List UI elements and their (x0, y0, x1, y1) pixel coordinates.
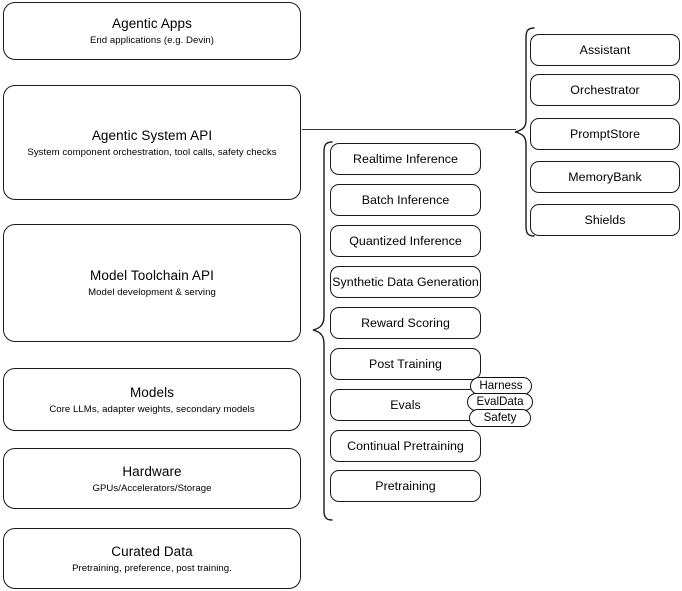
layer-agentic-system-api[interactable]: Agentic System API System component orch… (3, 85, 301, 200)
layer-title: Model Toolchain API (90, 268, 214, 283)
layer-subtitle: Pretraining, preference, post training. (72, 562, 232, 574)
component-label: Evals (390, 398, 421, 412)
component-label: Pretraining (375, 479, 436, 493)
component-label: Quantized Inference (349, 234, 462, 248)
layer-hardware[interactable]: Hardware GPUs/Accelerators/Storage (3, 448, 301, 509)
component-shields[interactable]: Shields (530, 204, 680, 236)
brace-agentic-components (512, 26, 536, 240)
badge-label: EvalData (476, 395, 524, 408)
badge-evaldata[interactable]: EvalData (467, 393, 533, 411)
component-reward-scoring[interactable]: Reward Scoring (330, 307, 481, 339)
layer-subtitle: End applications (e.g. Devin) (89, 35, 215, 46)
component-label: Shields (584, 213, 626, 227)
badge-label: Safety (483, 411, 517, 424)
component-pretraining[interactable]: Pretraining (330, 470, 481, 502)
layer-title: Models (129, 384, 175, 400)
connector-agentic-system-to-components (302, 129, 516, 131)
layer-title: Agentic System API (91, 127, 213, 143)
component-label: MemoryBank (568, 170, 642, 184)
component-synthetic-data-generation[interactable]: Synthetic Data Generation (330, 266, 481, 298)
component-label: Batch Inference (361, 193, 450, 207)
layer-subtitle: GPUs/Accelerators/Storage (92, 482, 212, 494)
component-promptstore[interactable]: PromptStore (530, 118, 680, 150)
component-realtime-inference[interactable]: Realtime Inference (330, 143, 481, 175)
component-label: Assistant (579, 43, 631, 57)
badge-safety[interactable]: Safety (469, 409, 531, 427)
layer-curated-data[interactable]: Curated Data Pretraining, preference, po… (3, 528, 301, 589)
layer-title: Agentic Apps (111, 16, 192, 31)
component-quantized-inference[interactable]: Quantized Inference (330, 225, 481, 257)
layer-agentic-apps[interactable]: Agentic Apps End applications (e.g. Devi… (3, 2, 301, 60)
component-label: Realtime Inference (353, 152, 458, 166)
component-label: Continual Pretraining (347, 439, 464, 453)
component-continual-pretraining[interactable]: Continual Pretraining (330, 430, 481, 462)
component-post-training[interactable]: Post Training (330, 348, 481, 380)
layer-model-toolchain-api[interactable]: Model Toolchain API Model development & … (3, 224, 301, 342)
component-memorybank[interactable]: MemoryBank (530, 161, 680, 193)
layer-subtitle: Core LLMs, adapter weights, secondary mo… (49, 403, 255, 415)
component-label: Synthetic Data Generation (332, 275, 479, 289)
badge-label: Harness (479, 379, 523, 392)
component-label: Post Training (369, 357, 442, 371)
component-label: Reward Scoring (361, 316, 450, 330)
component-evals[interactable]: Evals (330, 389, 481, 421)
layer-models[interactable]: Models Core LLMs, adapter weights, secon… (3, 368, 301, 431)
layer-subtitle: System component orchestration, tool cal… (27, 146, 277, 158)
brace-toolchain (310, 140, 334, 522)
component-assistant[interactable]: Assistant (530, 34, 680, 66)
layer-title: Curated Data (111, 543, 193, 559)
component-orchestrator[interactable]: Orchestrator (530, 74, 680, 106)
layer-subtitle: Model development & serving (88, 287, 216, 298)
layer-title: Hardware (122, 463, 182, 479)
component-label: Orchestrator (570, 83, 640, 97)
component-label: PromptStore (569, 127, 641, 141)
component-batch-inference[interactable]: Batch Inference (330, 184, 481, 216)
